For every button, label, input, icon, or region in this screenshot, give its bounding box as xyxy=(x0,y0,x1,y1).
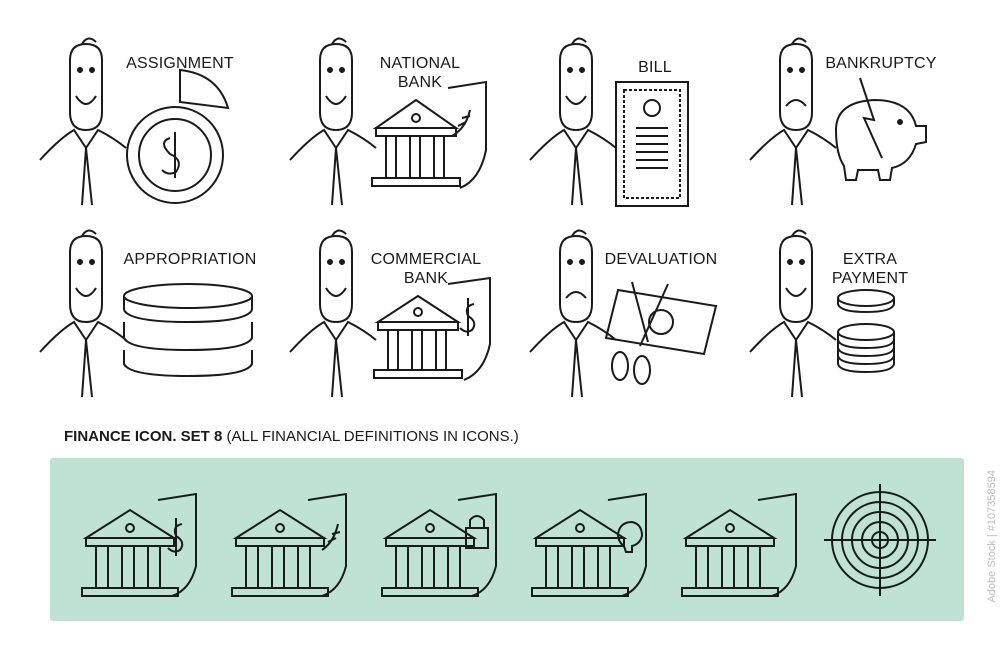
set-title: FINANCE ICON. SET 8 (ALL FINANCIAL DEFIN… xyxy=(64,428,519,445)
businessman-icon xyxy=(289,37,377,206)
bank-dollar-icon xyxy=(81,492,197,597)
broken-piggy-bank-icon xyxy=(834,77,927,181)
icon-assignment: ASSIGNMENT xyxy=(30,30,260,210)
businessman-icon xyxy=(749,229,837,398)
icon-label-line: BANKRUPTCY xyxy=(825,55,937,72)
icon-label-line: APPROPRIATION xyxy=(123,251,257,268)
icon-label-line: PAYMENT xyxy=(831,270,909,287)
icon-bill: BILL xyxy=(520,30,750,210)
icon-label-line: NATIONAL xyxy=(379,55,461,72)
certificate-bill-icon xyxy=(615,81,689,207)
panel xyxy=(50,458,964,621)
businessman-icon xyxy=(289,229,377,398)
icon-appropriation: APPROPRIATION xyxy=(30,222,260,402)
businessman-icon xyxy=(39,37,127,206)
set-title-rest: (ALL FINANCIAL DEFINITIONS IN ICONS.) xyxy=(222,428,519,445)
icon-extra-payment: EXTRA PAYMENT xyxy=(740,222,970,402)
icon-label-line: DEVALUATION xyxy=(604,251,718,268)
icon-national-bank: NATIONAL BANK xyxy=(280,30,510,210)
bank-blank-shield-icon xyxy=(681,492,797,597)
icon-devaluation: DEVALUATION xyxy=(520,222,750,402)
businessman-icon xyxy=(39,229,127,398)
icon-label-line: EXTRA xyxy=(842,251,898,268)
stock-id-text: Adobe Stock | #107358594 xyxy=(986,470,998,603)
icon-commercial-bank: COMMERCIAL BANK xyxy=(280,222,510,402)
icon-label-line: ASSIGNMENT xyxy=(126,55,234,72)
icon-bankruptcy: BANKRUPTCY xyxy=(740,30,970,210)
bank-lock-icon xyxy=(381,492,497,597)
icon-label-line: COMMERCIAL xyxy=(370,251,482,268)
set-title-bold: FINANCE ICON. SET 8 xyxy=(64,428,223,445)
scissors-banknote-icon xyxy=(604,281,718,385)
panel-icons xyxy=(81,484,936,597)
pie-chart-dollar-icon xyxy=(126,68,230,204)
businessman-icon xyxy=(529,37,617,206)
bank-dollar-icon xyxy=(373,276,491,381)
cut-coin-stack-icon xyxy=(123,283,253,378)
icon-label-line: BANK xyxy=(403,270,449,287)
coin-stack-icon xyxy=(837,289,895,374)
icon-label-line: BANK xyxy=(397,74,443,91)
businessman-icon xyxy=(749,37,837,206)
bank-piggy-icon xyxy=(531,492,647,597)
bank-laurel-icon xyxy=(231,492,347,597)
target-icon xyxy=(824,484,936,596)
bank-laurel-icon xyxy=(371,80,487,189)
icon-label-line: BILL xyxy=(638,59,672,76)
